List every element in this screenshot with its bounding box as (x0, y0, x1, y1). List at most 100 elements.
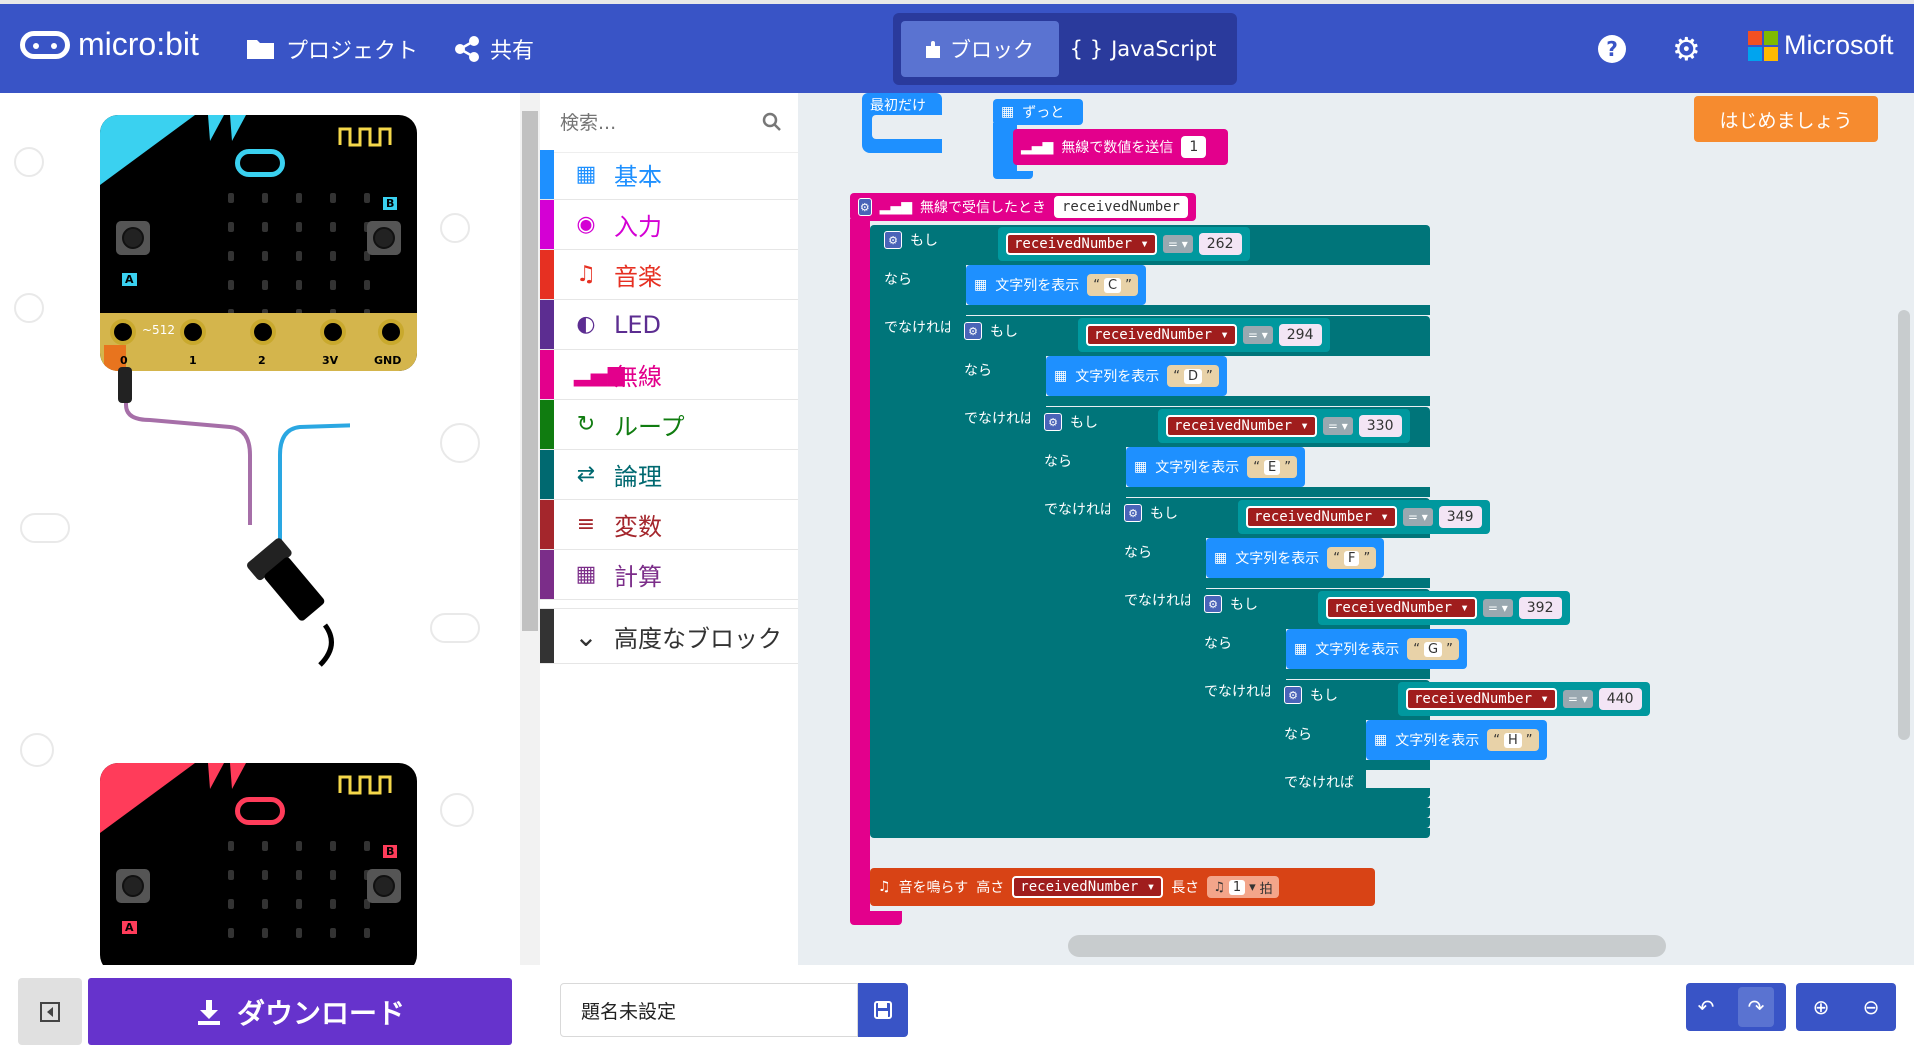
show-string-block[interactable]: ▦文字列を表示“G” (1286, 629, 1467, 669)
scrollbar-thumb[interactable] (522, 111, 538, 631)
show-string-block[interactable]: ▦文字列を表示“H” (1366, 720, 1547, 760)
workspace-vertical-scrollbar[interactable] (1898, 310, 1910, 740)
received-number-variable[interactable]: receivedNumber ▾ (1166, 415, 1317, 437)
toolbox-category[interactable]: ⇄論理 (540, 450, 798, 500)
pin-1[interactable] (180, 319, 206, 345)
pin-2[interactable] (250, 319, 276, 345)
download-button[interactable]: ダウンロード (88, 978, 512, 1045)
toolbox-advanced[interactable]: ⌄ 高度なブロック (540, 608, 798, 664)
toolbox-category[interactable]: ▂▄▆無線 (540, 350, 798, 400)
project-name-input[interactable] (560, 983, 858, 1037)
getting-started-button[interactable]: はじめましょう (1694, 96, 1878, 142)
zoom-out-icon[interactable]: ⊖ (1862, 995, 1880, 1019)
folder-icon (247, 40, 274, 59)
compare-block[interactable]: receivedNumber ▾ = ▾ 349 (1238, 500, 1490, 534)
toolbox-category[interactable]: ◐LED (540, 300, 798, 350)
toolbox-category[interactable]: ▦基本 (540, 150, 798, 200)
button-a[interactable] (116, 869, 150, 903)
share-label: 共有 (490, 39, 535, 64)
button-b[interactable] (367, 869, 401, 903)
equals-operator[interactable]: = ▾ (1402, 508, 1433, 526)
beat-dropdown[interactable]: ♫ 1▾拍 (1207, 876, 1279, 898)
equals-operator[interactable]: = ▾ (1242, 326, 1273, 344)
button-a-label: A (122, 921, 137, 934)
help-icon[interactable]: ? (1598, 35, 1626, 63)
compare-block[interactable]: receivedNumber ▾ = ▾ 392 (1318, 591, 1570, 625)
compare-value[interactable]: 392 (1518, 597, 1562, 619)
show-string-block[interactable]: ▦文字列を表示“D” (1046, 356, 1227, 396)
compare-value[interactable]: 440 (1598, 688, 1642, 710)
pitch-variable[interactable]: receivedNumber ▾ (1012, 876, 1164, 898)
toolbox-category[interactable]: ↻ループ (540, 400, 798, 450)
button-a[interactable] (116, 221, 150, 255)
pin-0[interactable] (110, 319, 136, 345)
undo-icon[interactable]: ↶ (1697, 995, 1715, 1019)
search-icon[interactable] (762, 112, 782, 132)
received-number-variable[interactable]: receivedNumber ▾ (1326, 597, 1477, 619)
show-string-block[interactable]: ▦文字列を表示“C” (966, 265, 1146, 305)
received-number-variable[interactable]: receivedNumber ▾ (1406, 688, 1557, 710)
show-string-block[interactable]: ▦文字列を表示“F” (1206, 538, 1385, 578)
compare-value[interactable]: 349 (1438, 506, 1482, 528)
else-slot (1366, 770, 1506, 788)
string-value[interactable]: “C” (1087, 274, 1138, 296)
string-value[interactable]: “E” (1247, 456, 1297, 478)
received-number-variable[interactable]: receivedNumber ▾ (1246, 506, 1397, 528)
microbit-board-second[interactable]: A B (100, 763, 417, 965)
pin-gnd[interactable] (378, 319, 404, 345)
microbit-logo[interactable]: micro:bit (20, 26, 199, 63)
compare-value[interactable]: 262 (1198, 233, 1242, 255)
string-value[interactable]: “F” (1327, 547, 1377, 569)
string-value[interactable]: “H” (1487, 729, 1539, 751)
tab-blocks[interactable]: ブロック (901, 21, 1059, 77)
save-button[interactable] (858, 983, 908, 1037)
block-workspace[interactable]: 最初だけ ▦ ずっと ▂▄▆ 無線で数値を送信 1 ⚙ ▂▄▆ 無線で受信したと… (798, 93, 1914, 965)
zoom-in-icon[interactable]: ⊕ (1812, 995, 1830, 1019)
equals-operator[interactable]: = ▾ (1322, 417, 1353, 435)
play-tone-block[interactable]: ♫ 音を鳴らす 高さ receivedNumber ▾ 長さ ♫ 1▾拍 (870, 868, 1375, 906)
compare-block[interactable]: receivedNumber ▾ = ▾ 440 (1398, 682, 1650, 716)
button-b[interactable] (367, 221, 401, 255)
gear-icon: ⚙ (964, 322, 982, 340)
compare-block[interactable]: receivedNumber ▾ = ▾ 262 (998, 227, 1250, 261)
redo-icon[interactable]: ↷ (1737, 987, 1775, 1027)
projects-button[interactable]: プロジェクト (246, 33, 418, 65)
string-value[interactable]: “D” (1167, 365, 1219, 387)
radio-send-number-block[interactable]: ▂▄▆ 無線で数値を送信 1 (1013, 129, 1228, 165)
show-string-block[interactable]: ▦文字列を表示“E” (1126, 447, 1305, 487)
microbit-board[interactable]: A B 0 1 2 3V GND ~512 (100, 115, 417, 371)
show-string-label: 文字列を表示 (1395, 733, 1480, 749)
if-label: もし (1230, 597, 1258, 613)
share-button[interactable]: 共有 (454, 33, 534, 65)
compare-block[interactable]: receivedNumber ▾ = ▾ 294 (1078, 318, 1330, 352)
on-radio-received-block[interactable]: ⚙ ▂▄▆ 無線で受信したとき receivedNumber (850, 193, 1196, 221)
workspace-horizontal-scrollbar[interactable] (1068, 935, 1666, 957)
compare-block[interactable]: receivedNumber ▾ = ▾ 330 (1158, 409, 1410, 443)
received-number-variable[interactable]: receivedNumber ▾ (1006, 233, 1157, 255)
string-value[interactable]: “G” (1407, 638, 1459, 660)
search-input[interactable] (560, 107, 750, 139)
zoom-group: ⊕ ⊖ (1796, 983, 1896, 1031)
settings-icon[interactable]: ⚙ (1672, 30, 1701, 68)
tab-javascript[interactable]: { } JavaScript (1063, 21, 1223, 77)
toolbox-category[interactable]: ♫音楽 (540, 250, 798, 300)
equals-operator[interactable]: = ▾ (1162, 235, 1193, 253)
toolbox-category[interactable]: ◉入力 (540, 200, 798, 250)
toolbox-category[interactable]: ≡変数 (540, 500, 798, 550)
collapse-simulator-button[interactable] (18, 978, 82, 1045)
compare-value[interactable]: 294 (1278, 324, 1322, 346)
received-number-param[interactable]: receivedNumber (1053, 196, 1188, 218)
equals-operator[interactable]: = ▾ (1562, 690, 1593, 708)
simulator-scrollbar[interactable] (520, 93, 540, 965)
equals-operator[interactable]: = ▾ (1482, 599, 1513, 617)
category-label: 論理 (614, 463, 662, 491)
if-label: もし (990, 324, 1018, 340)
received-number-variable[interactable]: receivedNumber ▾ (1086, 324, 1237, 346)
microsoft-logo[interactable]: Microsoft (1748, 30, 1894, 61)
forever-block[interactable]: ▦ ずっと (993, 99, 1083, 125)
send-value[interactable]: 1 (1181, 136, 1207, 158)
pin-label: 1 (189, 354, 197, 367)
compare-value[interactable]: 330 (1358, 415, 1402, 437)
toolbox-category[interactable]: ▦計算 (540, 550, 798, 600)
pin-3v[interactable] (320, 319, 346, 345)
